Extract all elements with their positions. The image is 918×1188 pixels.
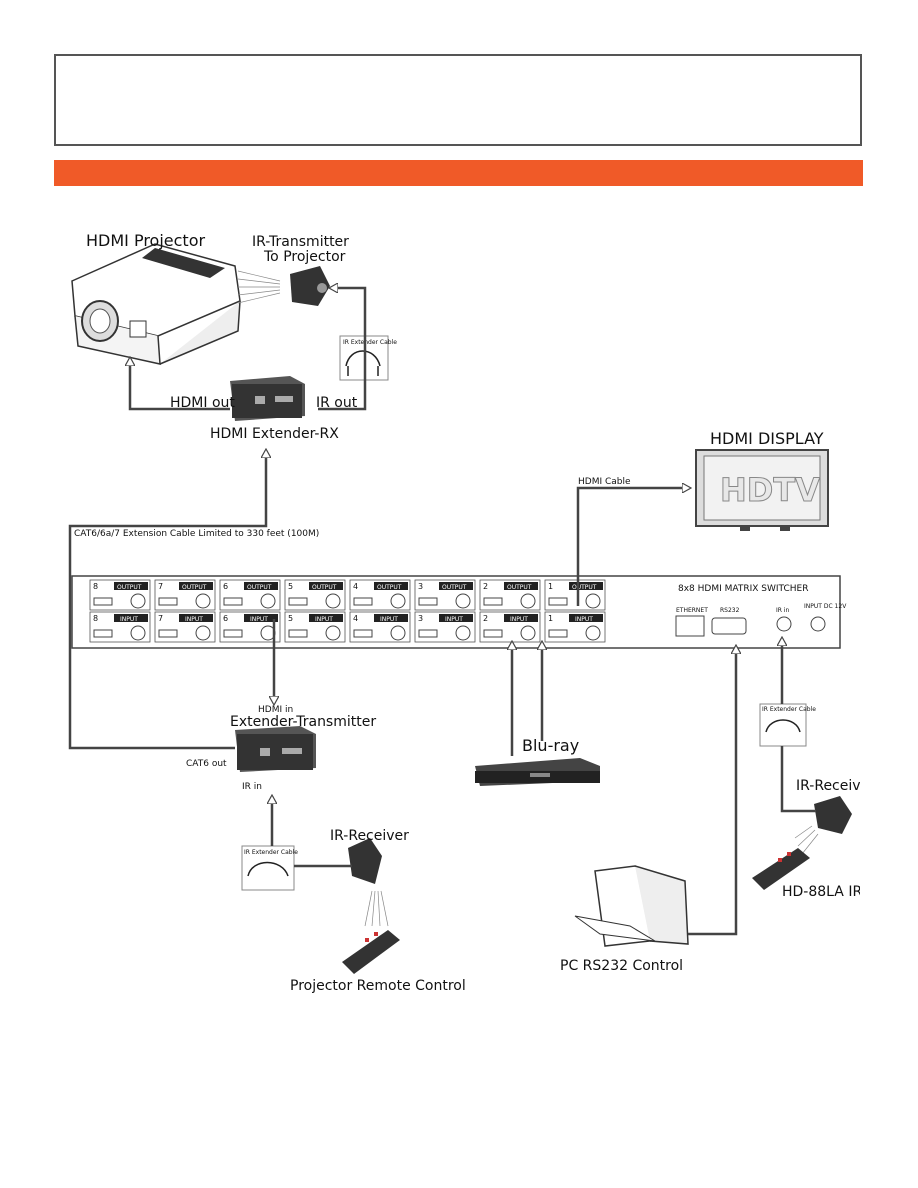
ir-in-port-label: IR in: [776, 607, 790, 614]
input-port-number: 3: [418, 614, 423, 623]
pc-label: PC RS232 Control: [560, 958, 683, 974]
input-port-number: 8: [93, 614, 98, 623]
output-label: OUTPUT: [377, 584, 402, 591]
output-label: OUTPUT: [312, 584, 337, 591]
ir-receiver-image: [348, 838, 389, 927]
remote-label: Projector Remote Control: [290, 978, 466, 994]
header-box: [54, 54, 862, 146]
output-port-number: 5: [288, 582, 293, 591]
output-label: OUTPUT: [182, 584, 207, 591]
ir-ext-cable-label-1: IR Extender Cable: [343, 339, 397, 346]
hdmi-out-label: HDMI out: [170, 395, 235, 411]
bluray-image: [475, 758, 600, 786]
input-port-number: 5: [288, 614, 293, 623]
output-port-number: 4: [353, 582, 358, 591]
ir-transmitter-label-2: To Projector: [263, 249, 346, 265]
ir-receiver-right-image: [794, 796, 852, 855]
ir-extender-cable-box-right: [759, 703, 807, 747]
rs232-label: RS232: [720, 607, 740, 614]
cat6-cable-label: CAT6/6a/7 Extension Cable Limited to 330…: [74, 529, 319, 539]
output-port-number: 3: [418, 582, 423, 591]
bluray-label: Blu-ray: [522, 736, 579, 755]
input-port-number: 1: [548, 614, 553, 623]
output-port-number: 2: [483, 582, 488, 591]
projector-image: [71, 243, 241, 365]
output-port-number: 7: [158, 582, 163, 591]
hdtv-label: HDTV: [720, 471, 820, 509]
hdmi-in-label: HDMI in: [258, 705, 293, 715]
input-label: INPUT: [510, 616, 528, 623]
hdmi-cable-label: HDMI Cable: [578, 477, 631, 487]
extender-tx-label: Extender-Transmitter: [230, 714, 376, 730]
pc-image: [574, 865, 689, 947]
ir-ext-cable-label-2: IR Extender Cable: [244, 849, 298, 856]
input-label: INPUT: [120, 616, 138, 623]
power-port: [810, 616, 826, 632]
input-label: INPUT: [380, 616, 398, 623]
section-header-bar: [54, 160, 863, 186]
ir-in-label: IR in: [242, 782, 262, 792]
hd88la-label: HD-88LA IR: [782, 884, 860, 900]
ir-receiver-label-left: IR-Receiver: [330, 828, 409, 844]
cat6-out-label: CAT6 out: [186, 759, 227, 769]
power-label: INPUT DC 12V: [804, 603, 847, 610]
input-label: INPUT: [185, 616, 203, 623]
input-label: INPUT: [575, 616, 593, 623]
output-label: OUTPUT: [507, 584, 532, 591]
connection-lines: [68, 288, 816, 936]
ir-out-label: IR out: [316, 395, 358, 411]
output-label: OUTPUT: [442, 584, 467, 591]
hdmi-display-image: [695, 449, 829, 531]
hd88la-remote-image: [752, 848, 810, 890]
hdmi-display-label: HDMI DISPLAY: [710, 429, 824, 448]
ir-ext-cable-label-3: IR Extender Cable: [762, 706, 816, 713]
output-label: OUTPUT: [117, 584, 142, 591]
ir-transmitter-image: [237, 266, 330, 306]
input-port-number: 2: [483, 614, 488, 623]
extender-rx-image: [230, 376, 305, 421]
ethernet-label: ETHERNET: [676, 607, 708, 614]
input-port-number: 7: [158, 614, 163, 623]
input-port-number: 6: [223, 614, 228, 623]
ir-receiver-label-right: IR-Receiver: [796, 778, 860, 794]
output-port-number: 6: [223, 582, 228, 591]
extender-tx-image: [235, 726, 316, 772]
switcher-title: 8x8 HDMI MATRIX SWITCHER: [678, 584, 809, 594]
output-label: OUTPUT: [247, 584, 272, 591]
projector-label: HDMI Projector: [86, 231, 205, 250]
input-port-number: 4: [353, 614, 358, 623]
connection-diagram: HDMI Projector IR-Transmitter To Project…: [68, 231, 860, 994]
ir-in-port: [776, 616, 792, 632]
ir-transmitter-label: IR-Transmitter: [252, 234, 349, 250]
ethernet-port: [675, 615, 705, 637]
input-label: INPUT: [445, 616, 463, 623]
input-label: INPUT: [315, 616, 333, 623]
input-label: INPUT: [250, 616, 268, 623]
output-port-number: 1: [548, 582, 553, 591]
output-port-number: 8: [93, 582, 98, 591]
extender-rx-label: HDMI Extender-RX: [210, 426, 339, 442]
output-label: OUTPUT: [572, 584, 597, 591]
rs232-port: [711, 617, 747, 635]
ir-extender-cable-box-left: [241, 845, 295, 891]
remote-image: [342, 930, 400, 974]
